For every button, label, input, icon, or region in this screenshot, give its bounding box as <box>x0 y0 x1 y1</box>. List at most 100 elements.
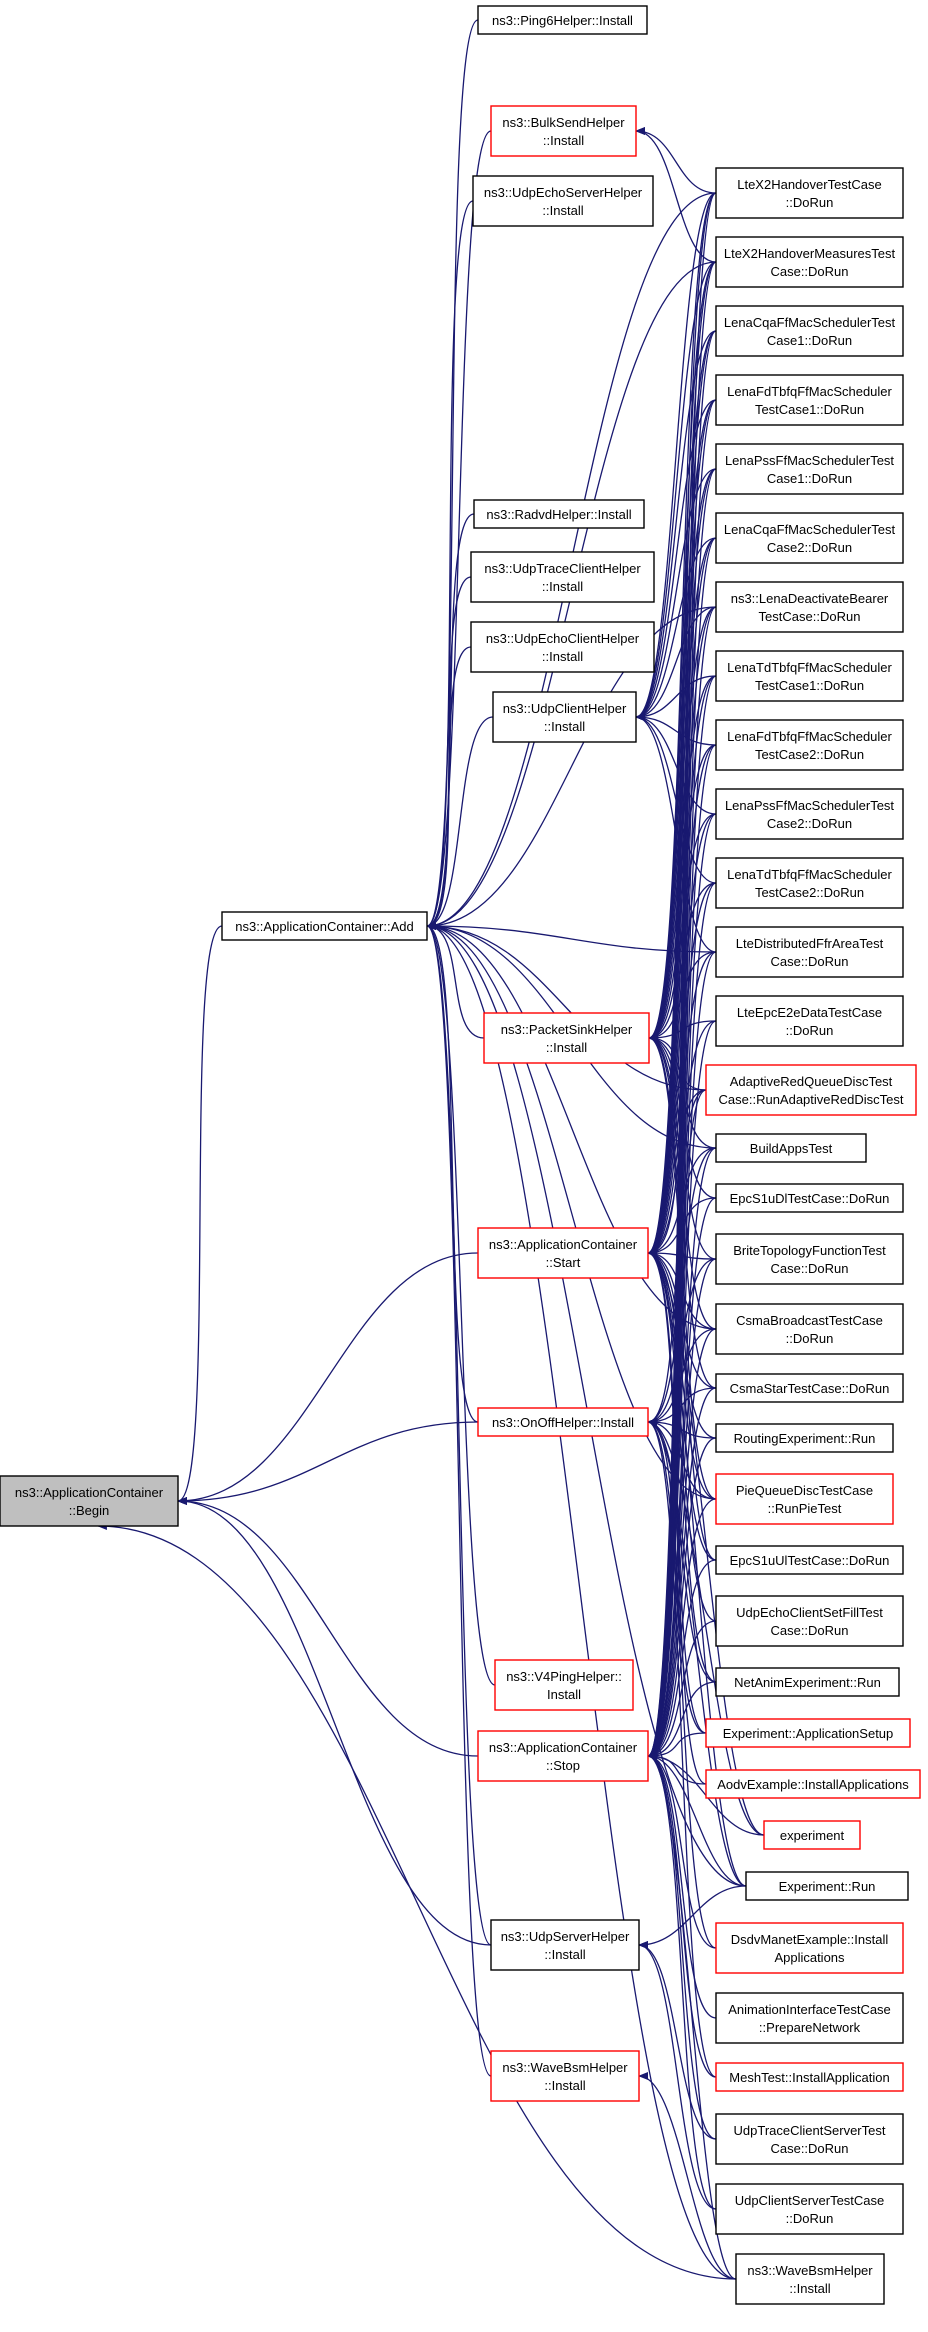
node-box <box>0 1475 179 1527</box>
node-epcs1uul[interactable]: EpcS1uUlTestCase::DoRun <box>715 1545 904 1575</box>
node-radvd[interactable]: ns3::RadvdHelper::Install <box>473 499 645 529</box>
node-epcs1udl[interactable]: EpcS1uDlTestCase::DoRun <box>715 1183 904 1213</box>
node-box <box>477 1407 649 1437</box>
node-box <box>715 1992 904 2044</box>
node-expappsetup[interactable]: Experiment::ApplicationSetup <box>705 1718 911 1748</box>
node-label: LenaFdTbfqFfMacScheduler <box>727 384 892 399</box>
node-box <box>715 1183 904 1213</box>
node-wavebsm1[interactable]: ns3::WaveBsmHelper::Install <box>490 2050 640 2102</box>
node-label: ns3::ApplicationContainer <box>15 1485 164 1500</box>
node-box <box>715 2113 904 2165</box>
call-edge-udpechoclientsetfill-to-stop <box>647 1620 717 1760</box>
node-label: ::DoRun <box>786 1023 834 1038</box>
node-root[interactable]: ns3::ApplicationContainer::Begin <box>0 1475 179 1527</box>
node-udpclient[interactable]: ns3::UdpClientHelper::Install <box>492 691 637 743</box>
node-lteepce2e[interactable]: LteEpcE2eDataTestCase::DoRun <box>715 995 904 1047</box>
call-edge-expappsetup-to-stop <box>647 1732 707 1760</box>
node-box <box>715 2062 904 2092</box>
node-animiface[interactable]: AnimationInterfaceTestCase::PrepareNetwo… <box>715 1992 904 2044</box>
node-label: CsmaStarTestCase::DoRun <box>730 1381 890 1396</box>
node-label: ::DoRun <box>786 195 834 210</box>
call-edge-routingexp-to-onoff <box>647 1418 717 1439</box>
node-label: LenaPssFfMacSchedulerTest <box>725 798 894 813</box>
node-udpserver[interactable]: ns3::UdpServerHelper::Install <box>490 1919 640 1971</box>
node-label: ::DoRun <box>786 1331 834 1346</box>
node-label: LenaFdTbfqFfMacScheduler <box>727 729 892 744</box>
node-label: ::Install <box>543 133 584 148</box>
node-label: Case::DoRun <box>770 264 848 279</box>
node-box <box>492 691 637 743</box>
node-meshtest[interactable]: MeshTest::InstallApplication <box>715 2062 904 2092</box>
node-label: ns3::WaveBsmHelper <box>502 2060 628 2075</box>
node-csmastar[interactable]: CsmaStarTestCase::DoRun <box>715 1373 904 1403</box>
node-routingexp[interactable]: RoutingExperiment::Run <box>715 1423 894 1453</box>
node-packetsink[interactable]: ns3::PacketSinkHelper::Install <box>483 1012 650 1064</box>
node-label: ::DoRun <box>786 2211 834 2226</box>
node-label: Case1::DoRun <box>767 471 852 486</box>
node-udpechoclient[interactable]: ns3::UdpEchoClientHelper::Install <box>470 621 655 673</box>
node-udpclientserver[interactable]: UdpClientServerTestCase::DoRun <box>715 2183 904 2235</box>
node-ltex2handover[interactable]: LteX2HandoverTestCase::DoRun <box>715 167 904 219</box>
node-v4ping[interactable]: ns3::V4PingHelper::Install <box>494 1659 634 1711</box>
node-dsdvmanet[interactable]: DsdvManetExample::InstallApplications <box>715 1922 904 1974</box>
node-box <box>715 236 904 288</box>
call-edge-lenadeactivate-to-start <box>647 606 717 1257</box>
node-netanim[interactable]: NetAnimExperiment::Run <box>715 1667 900 1697</box>
node-label: Case2::DoRun <box>767 540 852 555</box>
node-piequeue[interactable]: PieQueueDiscTestCase::RunPieTest <box>715 1473 894 1525</box>
node-start[interactable]: ns3::ApplicationContainer::Start <box>477 1227 649 1279</box>
node-udpechoserver[interactable]: ns3::UdpEchoServerHelper::Install <box>472 175 654 227</box>
call-edge-lenacqa2-to-udpclient <box>635 537 717 721</box>
node-box <box>473 499 645 529</box>
node-csmabroadcast[interactable]: CsmaBroadcastTestCase::DoRun <box>715 1303 904 1355</box>
call-edge-epcs1uul-to-stop <box>647 1559 717 1760</box>
node-adaptivered[interactable]: AdaptiveRedQueueDiscTestCase::RunAdaptiv… <box>705 1064 917 1116</box>
node-udptraceclient[interactable]: ns3::UdpTraceClientHelper::Install <box>470 551 655 603</box>
node-exprun[interactable]: Experiment::Run <box>745 1871 909 1901</box>
node-wavebsm2[interactable]: ns3::WaveBsmHelper::Install <box>735 2253 885 2305</box>
node-box <box>715 167 904 219</box>
node-box <box>477 1227 649 1279</box>
node-box <box>477 1730 649 1782</box>
node-experiment[interactable]: experiment <box>763 1820 861 1850</box>
node-bulksend[interactable]: ns3::BulkSendHelper::Install <box>490 105 637 157</box>
node-label: TestCase2::DoRun <box>755 747 864 762</box>
node-box <box>490 2050 640 2102</box>
call-edge-meshtest-to-onoff <box>647 1418 717 2078</box>
node-box <box>472 175 654 227</box>
node-aodvexample[interactable]: AodvExample::InstallApplications <box>705 1769 921 1799</box>
node-label: ns3::UdpServerHelper <box>501 1929 630 1944</box>
node-label: ::RunPieTest <box>768 1501 842 1516</box>
call-edge-exprun-to-udpserver <box>638 1885 747 1949</box>
node-onoff[interactable]: ns3::OnOffHelper::Install <box>477 1407 649 1437</box>
node-add[interactable]: ns3::ApplicationContainer::Add <box>221 911 428 941</box>
call-edge-ping6-to-add <box>426 19 479 930</box>
node-box <box>705 1718 911 1748</box>
node-box <box>715 995 904 1047</box>
node-label: Case2::DoRun <box>767 816 852 831</box>
node-buildapps[interactable]: BuildAppsTest <box>715 1133 867 1163</box>
node-box <box>715 1233 904 1285</box>
node-label: ::Begin <box>69 1503 109 1518</box>
node-stop[interactable]: ns3::ApplicationContainer::Stop <box>477 1730 649 1782</box>
node-ping6[interactable]: ns3::Ping6Helper::Install <box>477 5 648 35</box>
call-edge-udpechoclient-to-add <box>426 646 472 930</box>
node-box <box>715 1373 904 1403</box>
call-edge-udpclientserver-to-udpserver <box>638 1941 717 2210</box>
node-label: ns3::LenaDeactivateBearer <box>731 591 889 606</box>
